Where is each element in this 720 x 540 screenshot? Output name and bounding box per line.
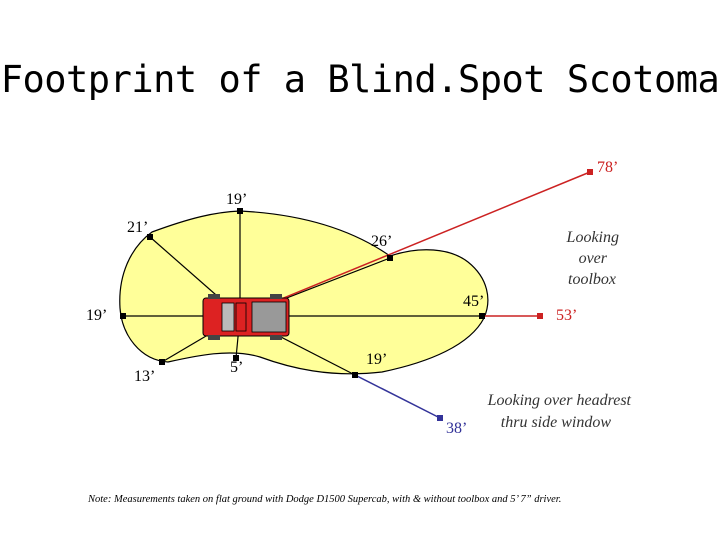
label-rear-left-13: 13’: [134, 368, 155, 385]
endpoint-front-left-21: [147, 234, 153, 240]
endpoint-front-19: [237, 208, 243, 214]
annotation-headrest-line2: thru side window: [501, 414, 612, 431]
label-toolbox-53: 53’: [556, 307, 577, 324]
label-rear-5: 5’: [230, 359, 243, 376]
annotation-toolbox-line2: over: [579, 250, 608, 267]
label-front-right-26: 26’: [371, 233, 392, 250]
label-front-left-21: 21’: [127, 219, 148, 236]
endpoint-rear-5: [233, 355, 239, 361]
endpoint-toolbox-53: [537, 313, 543, 319]
truck-icon: [202, 294, 290, 340]
label-rear-right-19: 19’: [366, 351, 387, 368]
annotation-toolbox-line3: toolbox: [568, 271, 616, 288]
endpoint-toolbox-78: [587, 169, 593, 175]
endpoint-headrest-38: [437, 415, 443, 421]
annotation-headrest-line1: Looking over headrest: [487, 392, 632, 409]
endpoint-rear-left-13: [159, 359, 165, 365]
line-toolbox-78: [239, 171, 591, 317]
footnote: Note: Measurements taken on flat ground …: [88, 494, 562, 505]
line-headrest-38: [354, 374, 441, 419]
label-toolbox-78: 78’: [597, 159, 618, 176]
endpoint-rear-right-19: [352, 372, 358, 378]
label-right-45: 45’: [463, 293, 484, 310]
endpoint-left-19: [120, 313, 126, 319]
label-front-19: 19’: [226, 191, 247, 208]
label-headrest-38: 38’: [446, 420, 467, 437]
endpoint-front-right-26: [387, 255, 393, 261]
slide-title: Footprint of a Blind.Spot Scotoma: [0, 58, 720, 101]
label-left-19: 19’: [86, 307, 107, 324]
annotation-toolbox-line1: Looking: [566, 229, 619, 246]
endpoint-right-45: [479, 313, 485, 319]
